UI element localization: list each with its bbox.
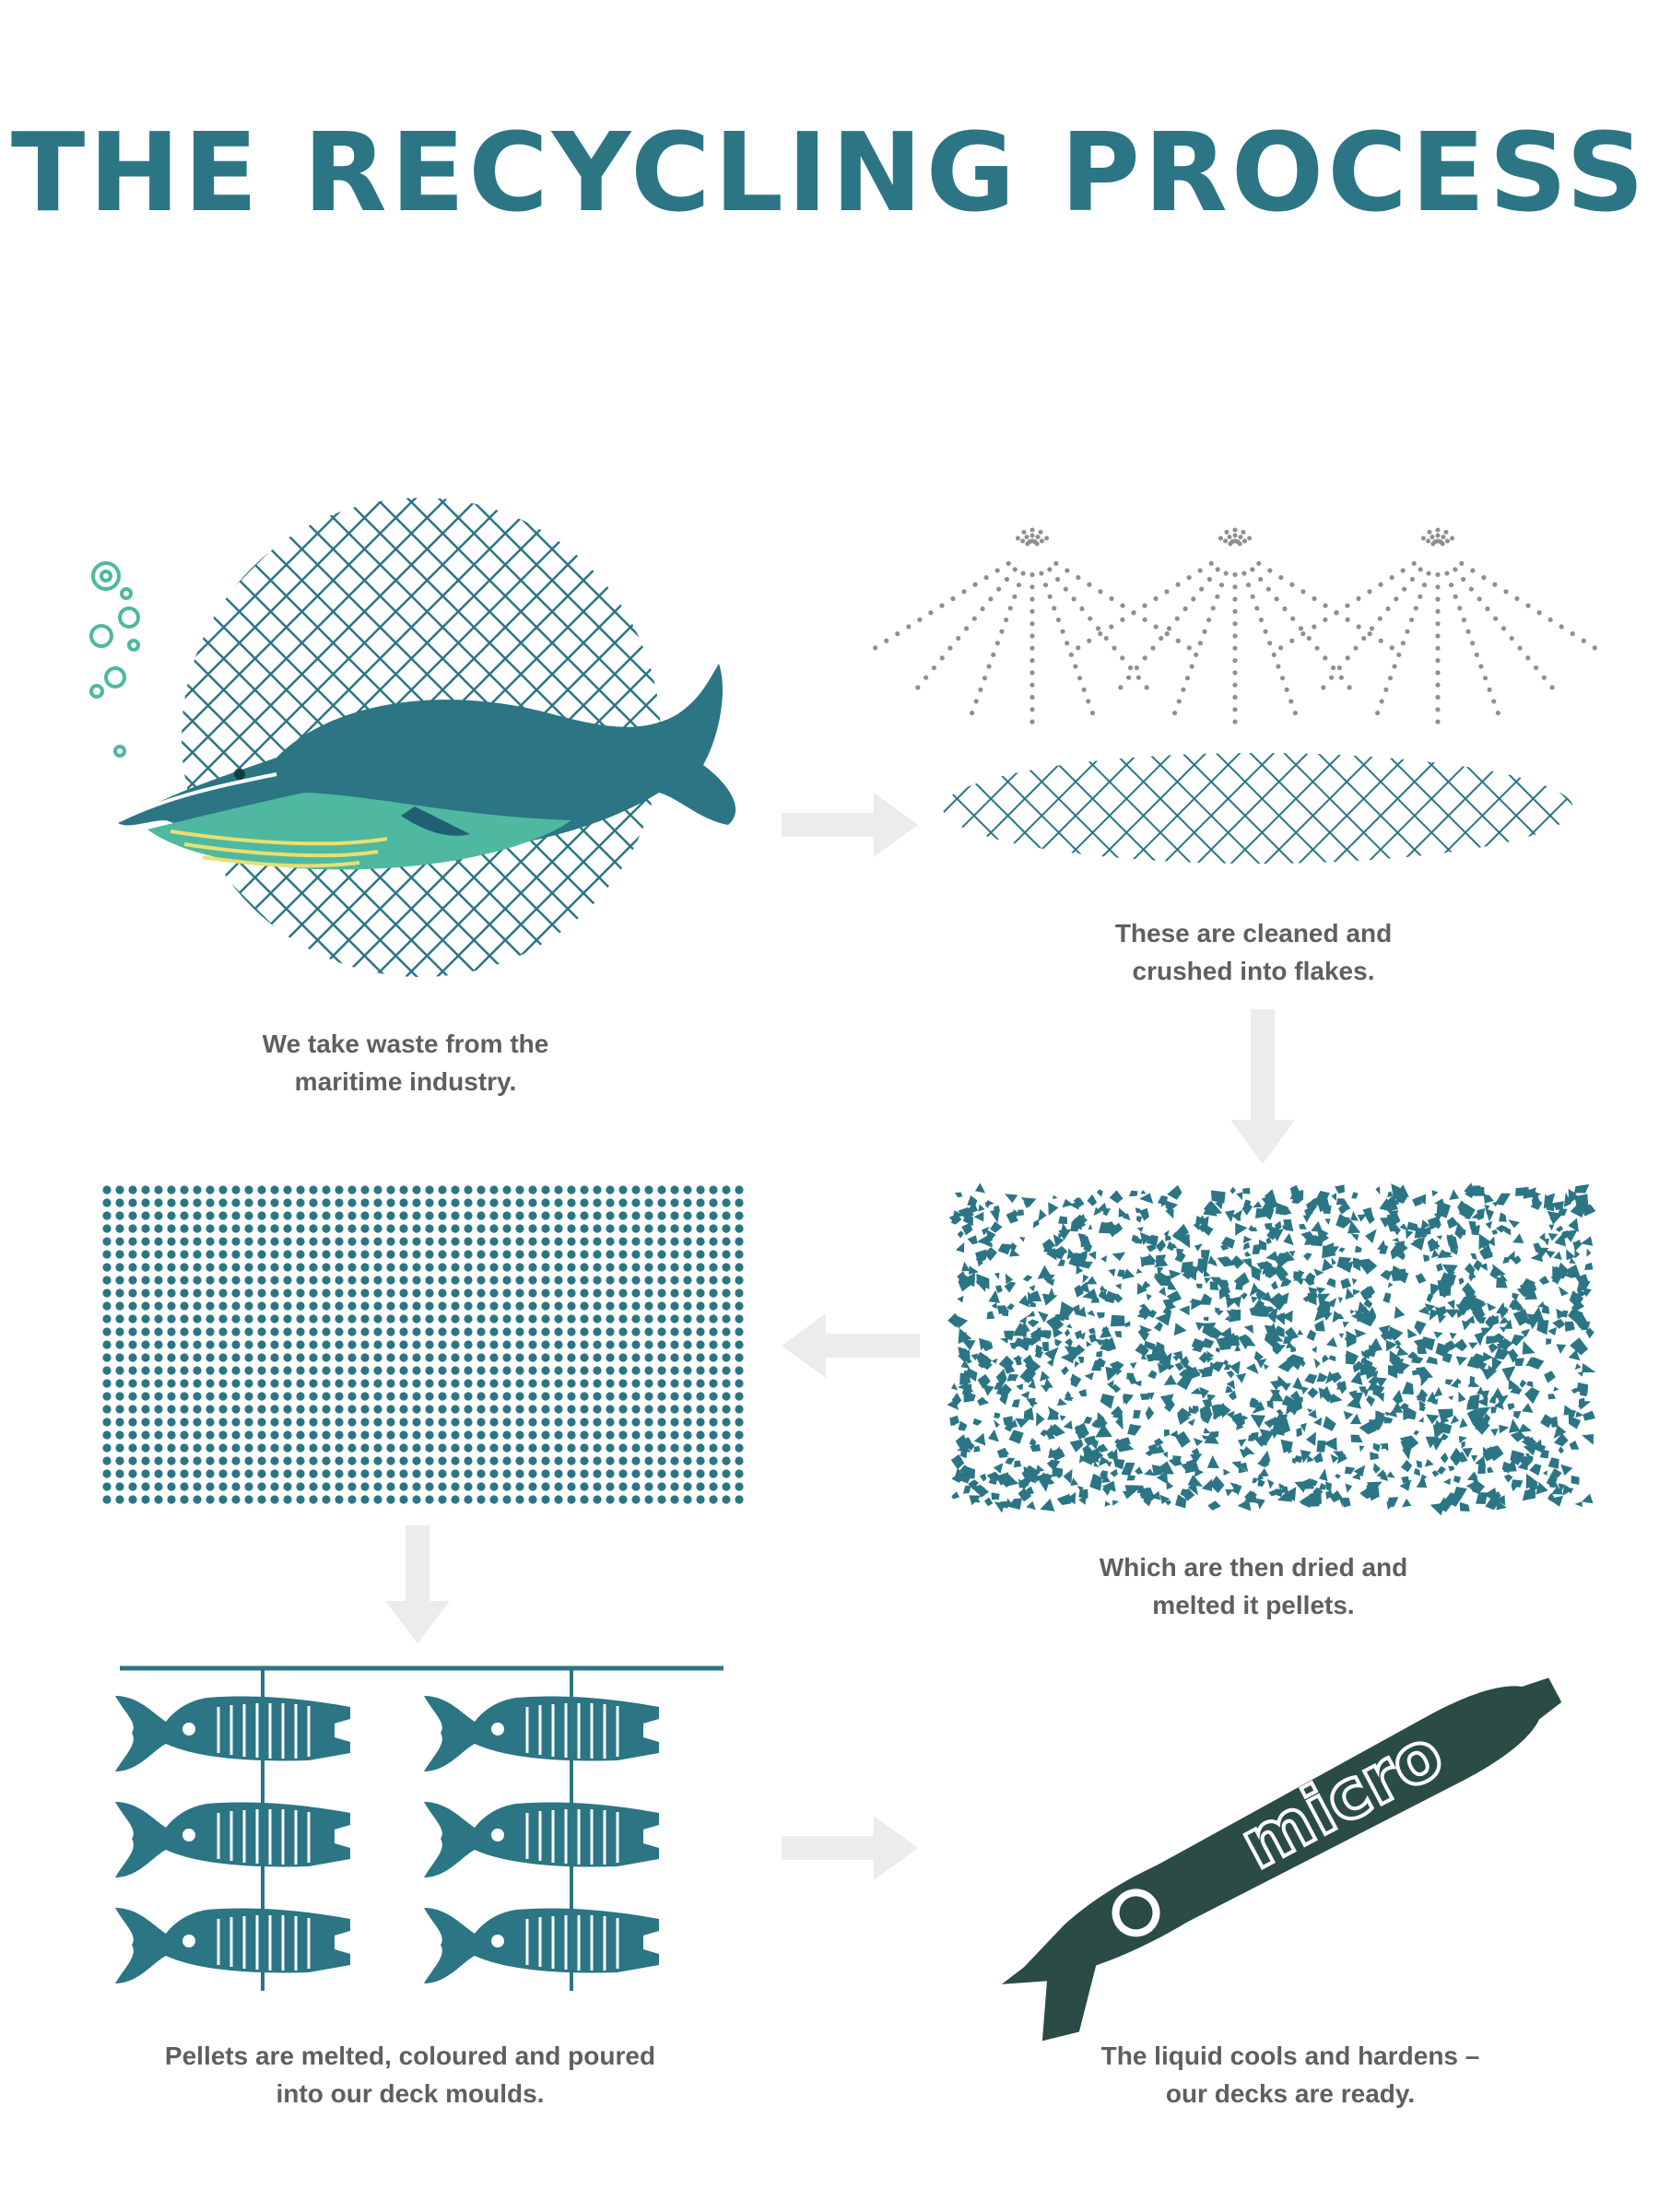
arrow-right-icon: [782, 1816, 918, 1880]
fish-moulds-icon: [113, 1665, 724, 1991]
arrow-right-icon: [782, 793, 918, 857]
deck-brand-text: micro: [1228, 1713, 1455, 1885]
step-5-caption: The liquid cools and hardens –our decks …: [1100, 2041, 1480, 2108]
scooter-deck-icon: micro maxi maxi: [1001, 1677, 1562, 2041]
flat-net-icon: [943, 753, 1573, 864]
whale-in-net-icon: [89, 498, 736, 977]
spray-nozzles-icon: [873, 527, 1597, 724]
arrow-down-icon: [1230, 1009, 1295, 1164]
plastic-flakes-icon: [947, 1182, 1596, 1516]
page-title: THE RECYCLING PROCESS: [10, 109, 1649, 236]
arrow-down-icon: [385, 1525, 450, 1643]
arrow-left-icon: [782, 1313, 920, 1378]
pellet-grid-icon: [102, 1185, 744, 1504]
